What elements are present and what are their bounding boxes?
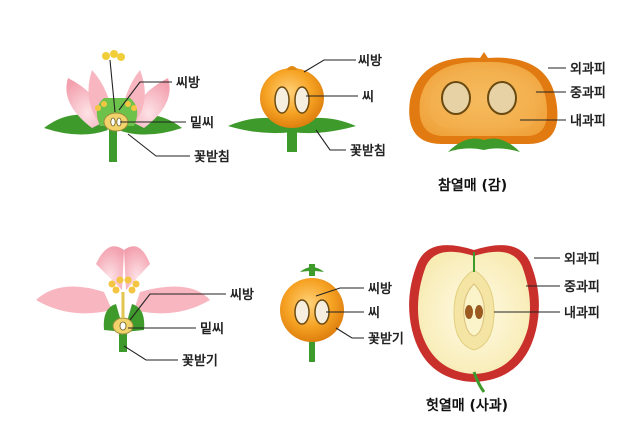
bottom-fruit-side	[280, 264, 344, 362]
top-flower-anther-4	[131, 105, 137, 111]
apple-seed-right	[475, 305, 483, 319]
bottom-flower-right-petal	[134, 286, 210, 314]
top-fruit-body	[260, 68, 324, 128]
bottom-fruit-seed-left	[294, 299, 310, 325]
top-fruit-stem	[287, 128, 297, 152]
bottom-fruit-ovary-label: 씨방	[368, 281, 392, 297]
bottom-flower-ovary-label: 씨방	[230, 287, 254, 303]
top-fruit-seed-right	[294, 86, 310, 114]
bottom-fruit-body	[280, 278, 344, 342]
top-fruit-tip	[286, 66, 298, 70]
bottom-fruit-ovary-leader	[315, 287, 364, 297]
top-fruit-seed-left	[274, 86, 290, 114]
bottom-flower-left-petal	[36, 286, 112, 314]
bottom-flower-stem	[119, 330, 127, 352]
bottom-flower	[36, 246, 210, 352]
top-flower-receptacle-label: 꽃받침	[194, 149, 230, 165]
persimmon-calyx	[448, 138, 520, 152]
bottom-flower-anther-1	[108, 280, 116, 288]
apple-core	[463, 283, 485, 337]
top-flower-stigma-3	[117, 53, 125, 61]
bottom-fruit-top-stem	[309, 264, 315, 276]
bottom-fruit-section	[409, 245, 539, 393]
top-exocarp-label: 외과피	[570, 61, 606, 77]
top-fruit-receptacle-leader	[315, 129, 346, 151]
top-flower-stem	[109, 130, 117, 162]
bottom-flower-anther-5	[112, 286, 120, 294]
top-flower-stigma-1	[102, 52, 110, 60]
top-flower-anther-1	[95, 105, 101, 111]
top-fruit-receptacle-label: 꽃받침	[350, 143, 386, 159]
bottom-flower-ovule	[119, 321, 127, 331]
bottom-fruit-seed-label: 씨	[368, 306, 380, 321]
top-flower-anther-2	[101, 101, 107, 107]
top-fruit-side	[228, 66, 356, 152]
top-fruit-ovary-leader	[303, 59, 356, 73]
bottom-flower-ovule-label: 밑씨	[200, 321, 224, 337]
top-flower-stigma-2	[110, 50, 118, 58]
top-flower-ovary-label: 씨방	[176, 75, 200, 91]
bottom-flower-ovary-leader	[129, 293, 226, 321]
top-mesocarp-label: 중과피	[570, 86, 606, 101]
bottom-flower-receptacle-label: 꽃받기	[182, 353, 218, 369]
top-flower-anther-3	[125, 101, 131, 107]
bottom-fruit-receptacle-label: 꽃받기	[368, 331, 404, 347]
bottom-fruit-stem	[309, 340, 315, 362]
top-flower-ovary-leader	[118, 81, 172, 111]
persimmon-seed-left	[441, 81, 471, 115]
bottom-exocarp-label: 외과피	[564, 251, 600, 267]
persimmon-seed-right	[487, 81, 517, 115]
bottom-fruit-receptacle-leader	[335, 327, 364, 339]
bottom-endocarp-label: 내과피	[564, 305, 600, 321]
bottom-flower-anther-4	[132, 280, 140, 288]
bottom-flower-anther-6	[128, 286, 136, 294]
top-flower-receptacle-leader	[127, 133, 190, 157]
top-fruit-seed-label: 씨	[362, 90, 374, 105]
top-fruit-ovary-label: 씨방	[358, 53, 382, 69]
bottom-mesocarp-label: 중과피	[564, 280, 600, 295]
bottom-flower-anther-3	[124, 276, 132, 284]
apple-stem	[472, 371, 486, 393]
top-caption: 참열매 (감)	[438, 177, 507, 194]
bottom-flower-anther-2	[116, 276, 124, 284]
bottom-flower-receptacle-leader	[123, 345, 178, 361]
top-flower-ovule-left	[110, 117, 116, 127]
bottom-caption: 헛열매 (사과)	[426, 397, 508, 414]
top-fruit-section	[409, 52, 558, 152]
top-flower-ovule-label: 밑씨	[190, 115, 214, 131]
top-flower-style	[109, 59, 116, 113]
apple-seed-left	[465, 305, 473, 319]
top-endocarp-label: 내과피	[570, 113, 606, 129]
top-flower	[44, 50, 182, 162]
